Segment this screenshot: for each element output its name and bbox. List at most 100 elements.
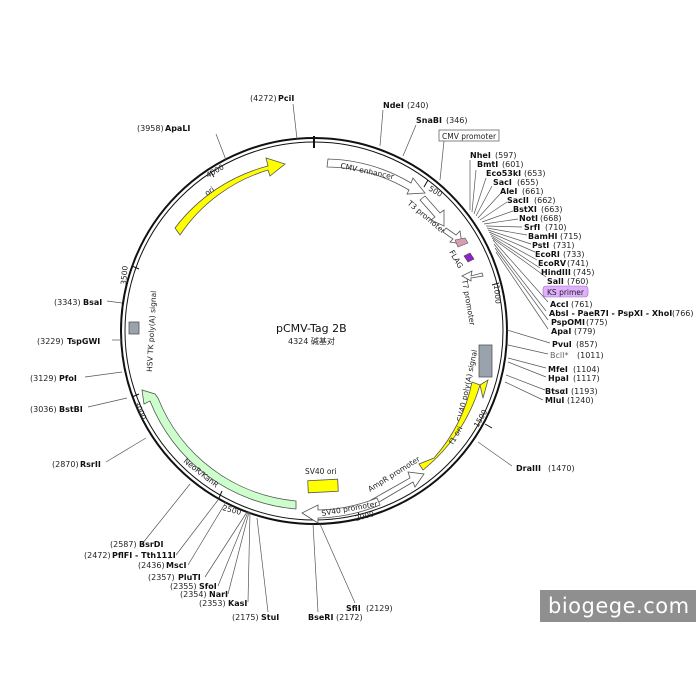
site-ndei-name: NdeI — [383, 101, 404, 110]
site-acci-pos: (761) — [571, 300, 593, 309]
watermark-background — [540, 590, 696, 622]
site-bseri-name: BseRI — [308, 613, 333, 622]
site-tspgwi-pos: (3229) — [37, 337, 64, 346]
sv40-ori-feature — [307, 478, 339, 494]
cmv-promoter-label: CMV promoter — [442, 132, 497, 141]
site-stui-pos: (2175) — [232, 613, 259, 622]
site-btsai-pos: (1193) — [571, 387, 598, 396]
site-pvui-name: PvuI — [552, 340, 572, 349]
site-psti-name: PstI — [532, 241, 549, 250]
site-bamhi-name: BamHI — [528, 232, 558, 241]
site-acci-name: AccI — [550, 300, 569, 309]
site-bstxi-pos: (663) — [541, 205, 563, 214]
site-noti-name: NotI — [519, 214, 538, 223]
site-ecorv-name: EcoRV — [538, 259, 567, 268]
cmv-enhancer-feature — [326, 158, 426, 195]
site-absi-name: AbsI - PaeR7I - PspXI - XhoI — [549, 309, 672, 318]
tick-marks — [131, 170, 500, 516]
site-apai-name: ApaI — [551, 327, 571, 336]
site-mlui-name: MluI — [545, 396, 564, 405]
site-sfii-name: SfiI — [346, 604, 361, 613]
hsv-tk-polya-box — [128, 321, 140, 335]
site-tspgwi-name: TspGWI — [67, 337, 100, 346]
site-sacii-name: SacII — [507, 196, 529, 205]
site-pluti-pos: (2357) — [148, 573, 175, 582]
sv40-ori-label: SV40 ori — [305, 467, 337, 476]
site-bsai-pos: (3343) — [54, 298, 81, 307]
t7-promoter-label: T7 promoter — [460, 278, 477, 327]
site-ecorv-pos: (741) — [567, 259, 589, 268]
site-mfei-pos: (1104) — [573, 365, 600, 374]
neo-kan-feature — [141, 389, 297, 510]
site-sfii-pos: (2129) — [366, 604, 393, 613]
cmv-enhancer-label: CMV enhancer — [340, 161, 396, 181]
site-bmti-name: BmtI — [477, 160, 498, 169]
cmv-promoter-arrow — [419, 195, 445, 227]
site-pvui-pos: (857) — [576, 340, 598, 349]
site-bamhi-pos: (715) — [560, 232, 582, 241]
tick-label-2500: 2500 — [221, 503, 242, 517]
site-hindiii-name: HindIII — [541, 268, 571, 277]
site-saci-pos: (655) — [517, 178, 539, 187]
site-nhei-pos: (597) — [495, 151, 517, 160]
cmv-promoter-box — [438, 129, 500, 142]
site-eco53ki-name: Eco53kI — [486, 169, 521, 178]
site-nari-pos: (2354) — [180, 590, 207, 599]
site-hpai-name: HpaI — [548, 374, 569, 383]
site-pcii-pos: (4272) — [250, 94, 277, 103]
f1-ori-label: f1 ori — [447, 425, 465, 446]
site-alei-pos: (661) — [522, 187, 544, 196]
site-sfoi-name: SfoI — [199, 582, 217, 591]
site-apali-name: ApaLI — [165, 124, 190, 133]
sv40-promoter-arrow — [301, 497, 381, 524]
site-hindiii-pos: (745) — [573, 268, 595, 277]
site-pflfi-name: PflFI - Tth111I — [112, 551, 176, 560]
site-kasi-name: KasI — [228, 599, 247, 608]
site-sacii-pos: (662) — [534, 196, 556, 205]
cmv-promoter-leader — [439, 140, 445, 181]
site-pfoi-name: PfoI — [59, 374, 77, 383]
site-saci-name: SacI — [493, 178, 512, 187]
site-ecori-name: EcoRI — [535, 250, 560, 259]
site-ecori-pos: (733) — [563, 250, 585, 259]
flag-marker-pink — [454, 237, 469, 248]
site-apai-pos: (779) — [574, 327, 596, 336]
site-rsrii-name: RsrII — [80, 460, 101, 469]
site-bsrdi-name: BsrDI — [139, 540, 163, 549]
site-bstxi-name: BstXI — [513, 205, 537, 214]
site-apali-pos: (3958) — [137, 124, 164, 133]
site-bstbi-name: BstBI — [59, 405, 83, 414]
site-pfoi-pos: (3129) — [30, 374, 57, 383]
site-mlui-pos: (1240) — [567, 396, 594, 405]
flag-label: FLAG — [447, 249, 465, 271]
site-sali-pos: (760) — [567, 277, 589, 286]
site-nhei-name: NheI — [470, 151, 491, 160]
site-hpai-pos: (1117) — [573, 374, 600, 383]
hsv-tk-polya-label: HSV TK poly(A) signal — [145, 291, 158, 373]
site-pspomi-name: PspOMI — [551, 318, 585, 327]
site-alei-name: AleI — [500, 187, 517, 196]
ampr-promoter-arrow — [370, 471, 425, 506]
site-bseri-pos: (2172) — [336, 613, 363, 622]
site-draiii-name: DraIII — [516, 464, 541, 473]
site-kasi-pos: (2353) — [199, 599, 226, 608]
site-noti-pos: (668) — [540, 214, 562, 223]
site-bmti-pos: (601) — [502, 160, 524, 169]
plasmid-name: pCMV-Tag 2B — [276, 322, 347, 335]
flag-marker-purple — [463, 252, 475, 263]
t7-promoter-arrow — [461, 270, 484, 282]
site-srfi-pos: (710) — [545, 223, 567, 232]
site-msci-pos: (2436) — [138, 561, 165, 570]
site-pflfi-pos: (2472) — [84, 551, 111, 560]
site-bsrdi-pos: (2587) — [110, 540, 137, 549]
site-ndei-pos: (240) — [407, 101, 429, 110]
site-bstbi-pos: (3036) — [30, 405, 57, 414]
site-msci-name: MscI — [166, 561, 186, 570]
site-srfi-name: SrfI — [524, 223, 540, 232]
ori-feature — [174, 157, 286, 236]
site-absi-pos: (766) — [672, 309, 694, 318]
tick-label-3500: 3500 — [119, 265, 130, 285]
site-mfei-name: MfeI — [548, 365, 568, 374]
site-sfoi-pos: (2355) — [170, 582, 197, 591]
